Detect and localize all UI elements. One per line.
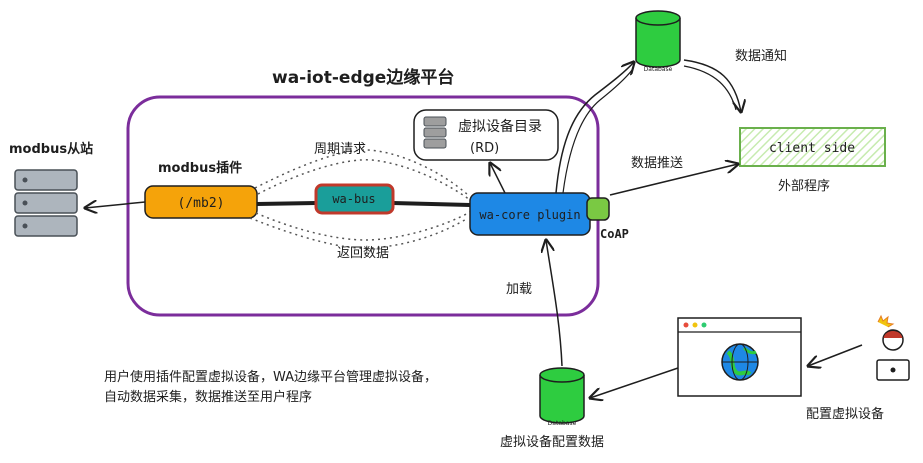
browser-window-icon	[677, 317, 802, 397]
coap-port	[586, 197, 610, 221]
modbus-plugin-label: (/mb2)	[178, 196, 225, 211]
description-line2: 自动数据采集，数据推送至用户程序	[104, 389, 312, 405]
edge-return-data-label: 返回数据	[337, 246, 389, 261]
modbus-slave-label: modbus从站	[9, 141, 93, 157]
database-bottom-tag: Database	[548, 420, 577, 427]
bus-line-right	[392, 201, 471, 207]
coap-label: CoAP	[600, 227, 629, 241]
edge-periodic-request-label: 周期请求	[314, 142, 366, 157]
description-line1: 用户使用插件配置虚拟设备，WA边缘平台管理虚拟设备，	[104, 369, 437, 385]
globe-icon	[721, 343, 759, 381]
edge-core-to-database-2	[562, 69, 633, 194]
edge-periodic-request-curve	[254, 149, 469, 196]
platform-title: wa-iot-edge边缘平台	[272, 67, 454, 88]
edge-data-push-label: 数据推送	[631, 156, 683, 171]
database-bottom-icon	[539, 367, 585, 424]
modbus-plugin-caption: modbus插件	[158, 160, 242, 176]
edge-plugin-to-slave	[85, 202, 146, 208]
edge-data-notify	[683, 59, 741, 112]
rd-label-line1: 虚拟设备目录	[458, 118, 542, 135]
database-bottom-caption: 虚拟设备配置数据	[500, 434, 604, 450]
edge-load	[546, 240, 563, 367]
wa-core-label: wa-core plugin	[479, 208, 580, 222]
edge-load-label: 加载	[506, 282, 532, 297]
user-laptop-icon	[876, 314, 910, 381]
wa-bus-label: wa-bus	[332, 192, 375, 206]
edge-data-notify-2	[683, 65, 737, 111]
edge-return-data-curve-2	[255, 211, 471, 241]
edge-core-to-rd	[490, 163, 506, 194]
config-caption: 配置虚拟设备	[806, 406, 884, 422]
rd-server-icon	[423, 116, 447, 149]
client-caption: 外部程序	[778, 179, 830, 194]
rd-label-line2: (RD)	[470, 141, 499, 156]
wa-bus-node	[314, 183, 395, 215]
edge-browser-to-database	[590, 367, 679, 398]
database-top-icon	[635, 10, 681, 68]
edge-return-data-curve	[249, 217, 469, 249]
edge-core-to-database	[555, 62, 634, 194]
edge-periodic-request-curve-2	[257, 159, 471, 201]
edge-user-to-browser	[808, 344, 863, 366]
client-label: client side	[769, 141, 855, 156]
edge-data-notify-label: 数据通知	[735, 48, 787, 64]
database-top-tag: Database	[644, 66, 673, 73]
rd-node	[413, 109, 559, 161]
edge-data-push	[609, 164, 738, 196]
modbus-slave-server-icon	[14, 169, 78, 237]
bus-line-left	[256, 201, 317, 206]
client-node	[739, 127, 886, 167]
